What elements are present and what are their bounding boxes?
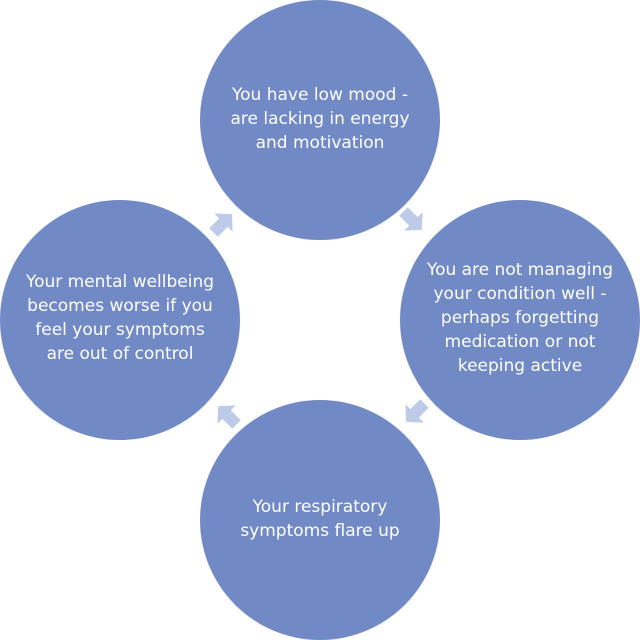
cycle-step-symptoms-flare: Your respiratory symptoms flare up bbox=[200, 400, 440, 640]
cycle-step-low-mood: You have low mood - are lacking in energ… bbox=[200, 0, 440, 240]
arrow-bottom-to-left-icon bbox=[217, 405, 241, 429]
cycle-step-not-managing: You are not managing your condition well… bbox=[400, 200, 640, 440]
cycle-step-text: You are not managing your condition well… bbox=[426, 260, 614, 376]
cycle-step-wellbeing-worse: Your mental wellbeing becomes worse if y… bbox=[0, 200, 240, 440]
cycle-step-text: You have low mood - are lacking in energ… bbox=[230, 85, 410, 153]
arrow-left-to-top-icon bbox=[209, 213, 233, 237]
arrow-right-to-bottom-icon bbox=[405, 399, 429, 423]
cycle-step-text: Your respiratory symptoms flare up bbox=[240, 497, 400, 541]
cycle-step-text: Your mental wellbeing becomes worse if y… bbox=[25, 272, 215, 364]
